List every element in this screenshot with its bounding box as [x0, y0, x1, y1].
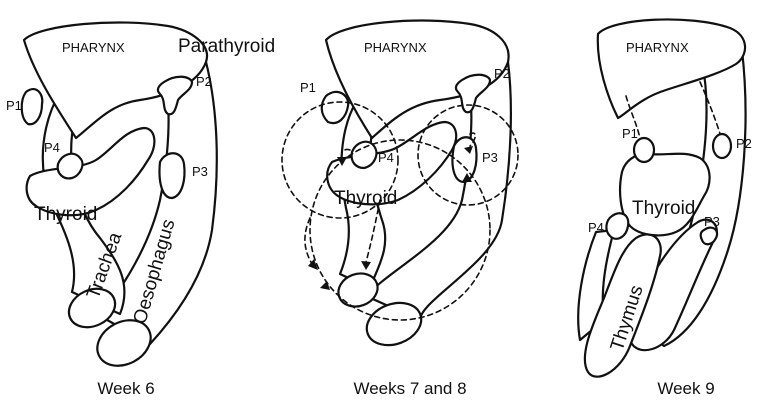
- caption-week-6: Week 6: [97, 379, 154, 398]
- p1-label: P1: [622, 126, 638, 141]
- parathyroid-p3: [701, 228, 717, 245]
- p4-label: P4: [44, 140, 60, 155]
- parathyroid-label: Parathyroid: [178, 36, 275, 57]
- parathyroid-p4: [606, 213, 628, 239]
- caption-week-9: Week 9: [657, 379, 714, 398]
- p3-label: P3: [704, 214, 720, 229]
- p1-label: P1: [6, 98, 22, 113]
- p2-label: P2: [736, 136, 752, 151]
- parathyroid-p3: [160, 153, 185, 198]
- caption-weeks-7-8: Weeks 7 and 8: [353, 379, 466, 398]
- thyroid-label: Thyroid: [334, 188, 397, 209]
- p4-label: P4: [378, 150, 394, 165]
- pharynx-label: PHARYNX: [62, 40, 125, 55]
- pharynx-label: PHARYNX: [364, 40, 427, 55]
- parathyroid-p1: [634, 138, 654, 162]
- parathyroid-p4: [352, 142, 377, 168]
- p2-label: P2: [494, 66, 510, 81]
- parathyroid-p2: [713, 134, 731, 158]
- parathyroid-p4: [58, 154, 83, 179]
- p2-label: P2: [196, 74, 212, 89]
- parathyroid-p1: [322, 92, 348, 123]
- parathyroid-p1: [22, 89, 43, 124]
- thyroid-label: Thyroid: [34, 204, 97, 225]
- p4-label: P4: [588, 220, 604, 235]
- panel-week-6: PHARYNX Parathyroid P1 P2 P3 P4 Thyroid …: [6, 22, 275, 398]
- migration-arrow: [320, 281, 330, 290]
- p1-label: P1: [300, 80, 316, 95]
- panel-weeks-7-8: PHARYNX P1 P2 P3 P4 Thyroid Weeks 7 and …: [282, 21, 518, 398]
- p3-label: P3: [192, 164, 208, 179]
- thyroid-label: Thyroid: [632, 198, 695, 219]
- pharynx-label: PHARYNX: [626, 40, 689, 55]
- panel-week-9: PHARYNX P1 P2 P3 P4 Thyroid Thymus Week …: [578, 19, 752, 398]
- p3-label: P3: [482, 150, 498, 165]
- parathyroid-p3: [452, 137, 476, 182]
